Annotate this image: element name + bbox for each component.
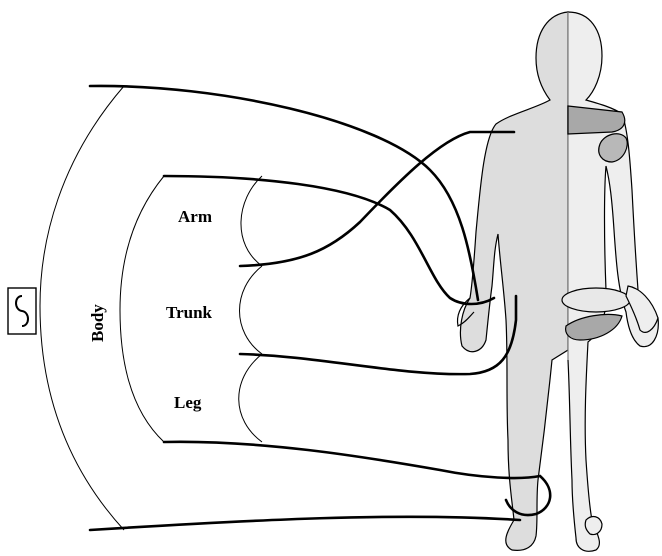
knee-segment [585,517,602,535]
arm-label: Arm [178,207,212,226]
trunk-label: Trunk [166,303,213,322]
bracket-arcs [40,86,262,530]
hip-section-ellipse [562,288,630,312]
sine-wave-icon [8,288,36,334]
trunk-arc [240,266,263,354]
body-bottom-line [90,517,520,530]
leg-arc [239,354,262,442]
body-label: Body [88,304,107,342]
body-bracket-arc [40,86,124,530]
leg-label: Leg [174,393,202,412]
arm-top-line [164,176,494,304]
leg-bottom-line [164,442,550,515]
figure-left-half [460,12,568,550]
arm-arc [241,176,262,266]
body-top-line [90,86,478,300]
segments-bracket-arc [120,176,164,442]
arm-trunk-line [240,132,514,266]
figure-right-half [568,12,658,551]
human-figure [458,12,659,551]
